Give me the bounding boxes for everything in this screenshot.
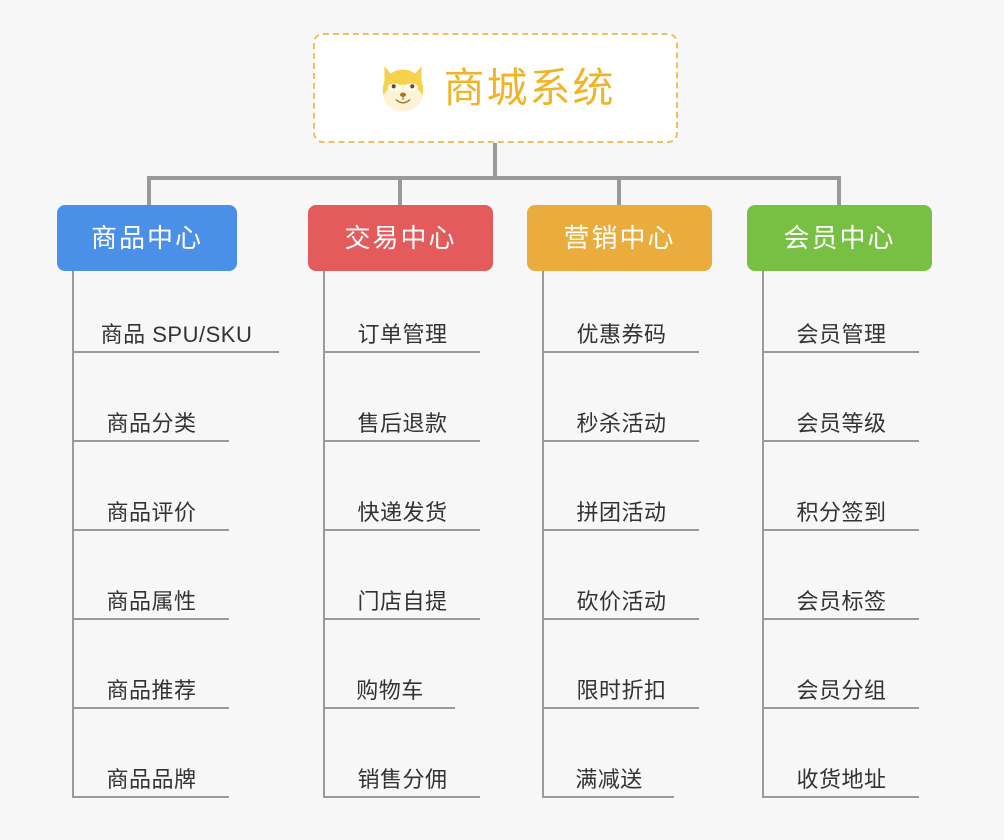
leaf-item[interactable]: 优惠券码 bbox=[544, 271, 699, 353]
category-box-4[interactable]: 会员中心 bbox=[747, 205, 932, 271]
leaf-label: 积分签到 bbox=[796, 499, 887, 525]
root-title: 商城系统 bbox=[443, 64, 616, 111]
connector-drop-4 bbox=[837, 176, 841, 207]
category-label: 营销中心 bbox=[563, 223, 676, 253]
leaf-item[interactable]: 商品属性 bbox=[74, 531, 229, 620]
column-trunk-line bbox=[72, 271, 74, 798]
leaf-label: 商品属性 bbox=[106, 588, 197, 614]
column-trunk-line bbox=[542, 271, 544, 798]
leaf-item[interactable]: 购物车 bbox=[325, 620, 455, 709]
leaf-label: 拼团活动 bbox=[576, 499, 667, 525]
connector-bus bbox=[147, 176, 841, 180]
leaf-item[interactable]: 会员分组 bbox=[764, 620, 919, 709]
leaf-label: 购物车 bbox=[356, 677, 424, 703]
leaf-label: 售后退款 bbox=[357, 410, 448, 436]
leaf-item[interactable]: 会员标签 bbox=[764, 531, 919, 620]
leaf-label: 门店自提 bbox=[357, 588, 448, 614]
leaf-item[interactable]: 商品分类 bbox=[74, 353, 229, 442]
leaf-label: 秒杀活动 bbox=[576, 410, 667, 436]
connector-drop-3 bbox=[617, 176, 621, 207]
leaf-item[interactable]: 秒杀活动 bbox=[544, 353, 699, 442]
category-box-2[interactable]: 交易中心 bbox=[308, 205, 493, 271]
leaf-label: 会员管理 bbox=[796, 321, 887, 347]
leaf-label: 满减送 bbox=[575, 766, 643, 792]
leaf-label: 商品分类 bbox=[106, 410, 197, 436]
leaf-item[interactable]: 会员管理 bbox=[764, 271, 919, 353]
leaf-label: 订单管理 bbox=[357, 321, 448, 347]
leaf-label: 商品 SPU/SKU bbox=[100, 321, 253, 347]
column-trunk-line bbox=[762, 271, 764, 798]
root-node[interactable]: 商城系统 bbox=[313, 33, 678, 143]
shiba-dog-face-icon bbox=[382, 66, 423, 112]
leaf-item[interactable]: 门店自提 bbox=[325, 531, 480, 620]
category-box-1[interactable]: 商品中心 bbox=[57, 205, 237, 271]
connector-drop-2 bbox=[398, 176, 402, 207]
leaf-label: 会员标签 bbox=[796, 588, 887, 614]
leaf-item[interactable]: 商品推荐 bbox=[74, 620, 229, 709]
leaf-item[interactable]: 订单管理 bbox=[325, 271, 480, 353]
leaf-item[interactable]: 限时折扣 bbox=[544, 620, 699, 709]
category-label: 商品中心 bbox=[90, 223, 203, 253]
leaf-item[interactable]: 收货地址 bbox=[764, 709, 919, 798]
leaf-item[interactable]: 销售分佣 bbox=[325, 709, 480, 798]
category-box-3[interactable]: 营销中心 bbox=[527, 205, 712, 271]
leaf-label: 商品评价 bbox=[106, 499, 197, 525]
leaf-item[interactable]: 会员等级 bbox=[764, 353, 919, 442]
leaf-item[interactable]: 满减送 bbox=[544, 709, 674, 798]
category-label: 交易中心 bbox=[344, 223, 457, 253]
leaf-label: 商品品牌 bbox=[106, 766, 197, 792]
leaf-label: 商品推荐 bbox=[106, 677, 197, 703]
leaf-label: 会员等级 bbox=[796, 410, 887, 436]
leaf-item[interactable]: 售后退款 bbox=[325, 353, 480, 442]
leaf-item[interactable]: 快递发货 bbox=[325, 442, 480, 531]
leaf-label: 会员分组 bbox=[796, 677, 887, 703]
leaf-label: 限时折扣 bbox=[576, 677, 667, 703]
connector-drop-1 bbox=[147, 176, 151, 207]
connector-root-stem bbox=[493, 143, 497, 180]
leaf-item[interactable]: 商品品牌 bbox=[74, 709, 229, 798]
leaf-label: 快递发货 bbox=[357, 499, 448, 525]
leaf-item[interactable]: 砍价活动 bbox=[544, 531, 699, 620]
category-label: 会员中心 bbox=[783, 223, 896, 253]
column-trunk-line bbox=[323, 271, 325, 798]
leaf-label: 优惠券码 bbox=[576, 321, 667, 347]
leaf-label: 砍价活动 bbox=[576, 588, 667, 614]
leaf-item[interactable]: 拼团活动 bbox=[544, 442, 699, 531]
leaf-item[interactable]: 商品 SPU/SKU bbox=[74, 271, 279, 353]
leaf-item[interactable]: 商品评价 bbox=[74, 442, 229, 531]
leaf-item[interactable]: 积分签到 bbox=[764, 442, 919, 531]
leaf-label: 收货地址 bbox=[796, 766, 887, 792]
leaf-label: 销售分佣 bbox=[357, 766, 448, 792]
